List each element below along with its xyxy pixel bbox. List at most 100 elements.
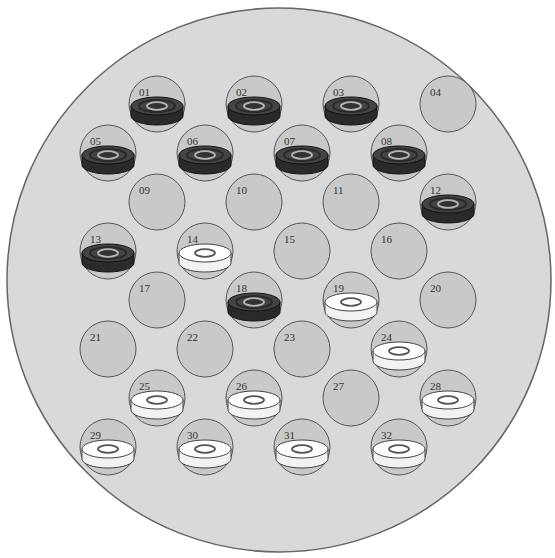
hole-number: 16 xyxy=(381,233,392,245)
hole-outline xyxy=(128,173,186,231)
hole-number: 25 xyxy=(139,380,150,392)
board-hole: 30 xyxy=(176,418,234,476)
hole-outline xyxy=(322,75,380,133)
hole-circle xyxy=(323,174,379,230)
hole-outline xyxy=(225,369,283,427)
board-hole: 21 xyxy=(79,320,137,378)
hole-number: 02 xyxy=(236,86,247,98)
hole-outline xyxy=(273,320,331,378)
hole-circle xyxy=(371,419,427,475)
hole-number: 29 xyxy=(90,429,101,441)
hole-circle xyxy=(274,223,330,279)
hole-number: 20 xyxy=(430,282,441,294)
board-hole: 16 xyxy=(370,222,428,280)
hole-outline xyxy=(225,75,283,133)
board-hole: 19 xyxy=(322,271,380,329)
board-hole: 06 xyxy=(176,124,234,182)
hole-outline xyxy=(419,75,477,133)
board-hole: 20 xyxy=(419,271,477,329)
board-hole: 13 xyxy=(79,222,137,280)
hole-outline xyxy=(225,271,283,329)
round-board xyxy=(7,8,551,552)
hole-circle xyxy=(274,419,330,475)
hole-number: 28 xyxy=(430,380,441,392)
board-hole: 25 xyxy=(128,369,186,427)
hole-number: 31 xyxy=(284,429,295,441)
hole-outline xyxy=(176,320,234,378)
hole-circle xyxy=(323,272,379,328)
board-hole: 12 xyxy=(419,173,477,231)
board-hole: 04 xyxy=(419,75,477,133)
hole-circle xyxy=(371,125,427,181)
hole-number: 03 xyxy=(333,86,344,98)
hole-circle xyxy=(80,125,136,181)
hole-outline xyxy=(273,222,331,280)
hole-outline xyxy=(370,222,428,280)
hole-outline xyxy=(419,173,477,231)
board-hole: 03 xyxy=(322,75,380,133)
hole-number: 07 xyxy=(284,135,295,147)
hole-number: 11 xyxy=(333,184,344,196)
hole-outline xyxy=(79,418,137,476)
hole-outline xyxy=(79,124,137,182)
hole-circle xyxy=(129,76,185,132)
board-hole: 29 xyxy=(79,418,137,476)
hole-outline xyxy=(79,320,137,378)
hole-outline xyxy=(322,369,380,427)
hole-outline xyxy=(370,320,428,378)
board-hole: 08 xyxy=(370,124,428,182)
hole-circle xyxy=(129,174,185,230)
hole-outline xyxy=(370,418,428,476)
hole-outline xyxy=(370,124,428,182)
hole-number: 06 xyxy=(187,135,198,147)
board-hole: 32 xyxy=(370,418,428,476)
hole-circle xyxy=(177,321,233,377)
board-hole: 28 xyxy=(419,369,477,427)
hole-circle xyxy=(129,272,185,328)
hole-number: 14 xyxy=(187,233,198,245)
hole-number: 22 xyxy=(187,331,198,343)
hole-circle xyxy=(420,272,476,328)
hole-number: 32 xyxy=(381,429,392,441)
board-hole: 27 xyxy=(322,369,380,427)
hole-number: 08 xyxy=(381,135,392,147)
board-hole: 24 xyxy=(370,320,428,378)
hole-circle xyxy=(177,419,233,475)
hole-number: 12 xyxy=(430,184,441,196)
hole-circle xyxy=(80,419,136,475)
hole-circle xyxy=(420,174,476,230)
hole-circle xyxy=(226,174,282,230)
board-hole: 23 xyxy=(273,320,331,378)
hole-number: 21 xyxy=(90,331,101,343)
hole-outline xyxy=(128,369,186,427)
hole-outline xyxy=(79,222,137,280)
hole-circle xyxy=(274,321,330,377)
hole-circle xyxy=(323,370,379,426)
hole-circle xyxy=(177,223,233,279)
hole-circle xyxy=(80,321,136,377)
hole-outline xyxy=(322,271,380,329)
hole-number: 23 xyxy=(284,331,295,343)
hole-number: 13 xyxy=(90,233,101,245)
hole-number: 18 xyxy=(236,282,247,294)
hole-number: 04 xyxy=(430,86,441,98)
hole-outline xyxy=(128,75,186,133)
hole-outline xyxy=(128,271,186,329)
hole-outline xyxy=(419,271,477,329)
hole-number: 19 xyxy=(333,282,344,294)
hole-circle xyxy=(323,76,379,132)
hole-circle xyxy=(274,125,330,181)
hole-number: 15 xyxy=(284,233,295,245)
board-hole: 14 xyxy=(176,222,234,280)
hole-outline xyxy=(176,418,234,476)
board-hole: 26 xyxy=(225,369,283,427)
board-hole: 02 xyxy=(225,75,283,133)
board-hole: 17 xyxy=(128,271,186,329)
hole-circle xyxy=(371,223,427,279)
board-hole: 01 xyxy=(128,75,186,133)
board-hole: 15 xyxy=(273,222,331,280)
hole-outline xyxy=(176,124,234,182)
